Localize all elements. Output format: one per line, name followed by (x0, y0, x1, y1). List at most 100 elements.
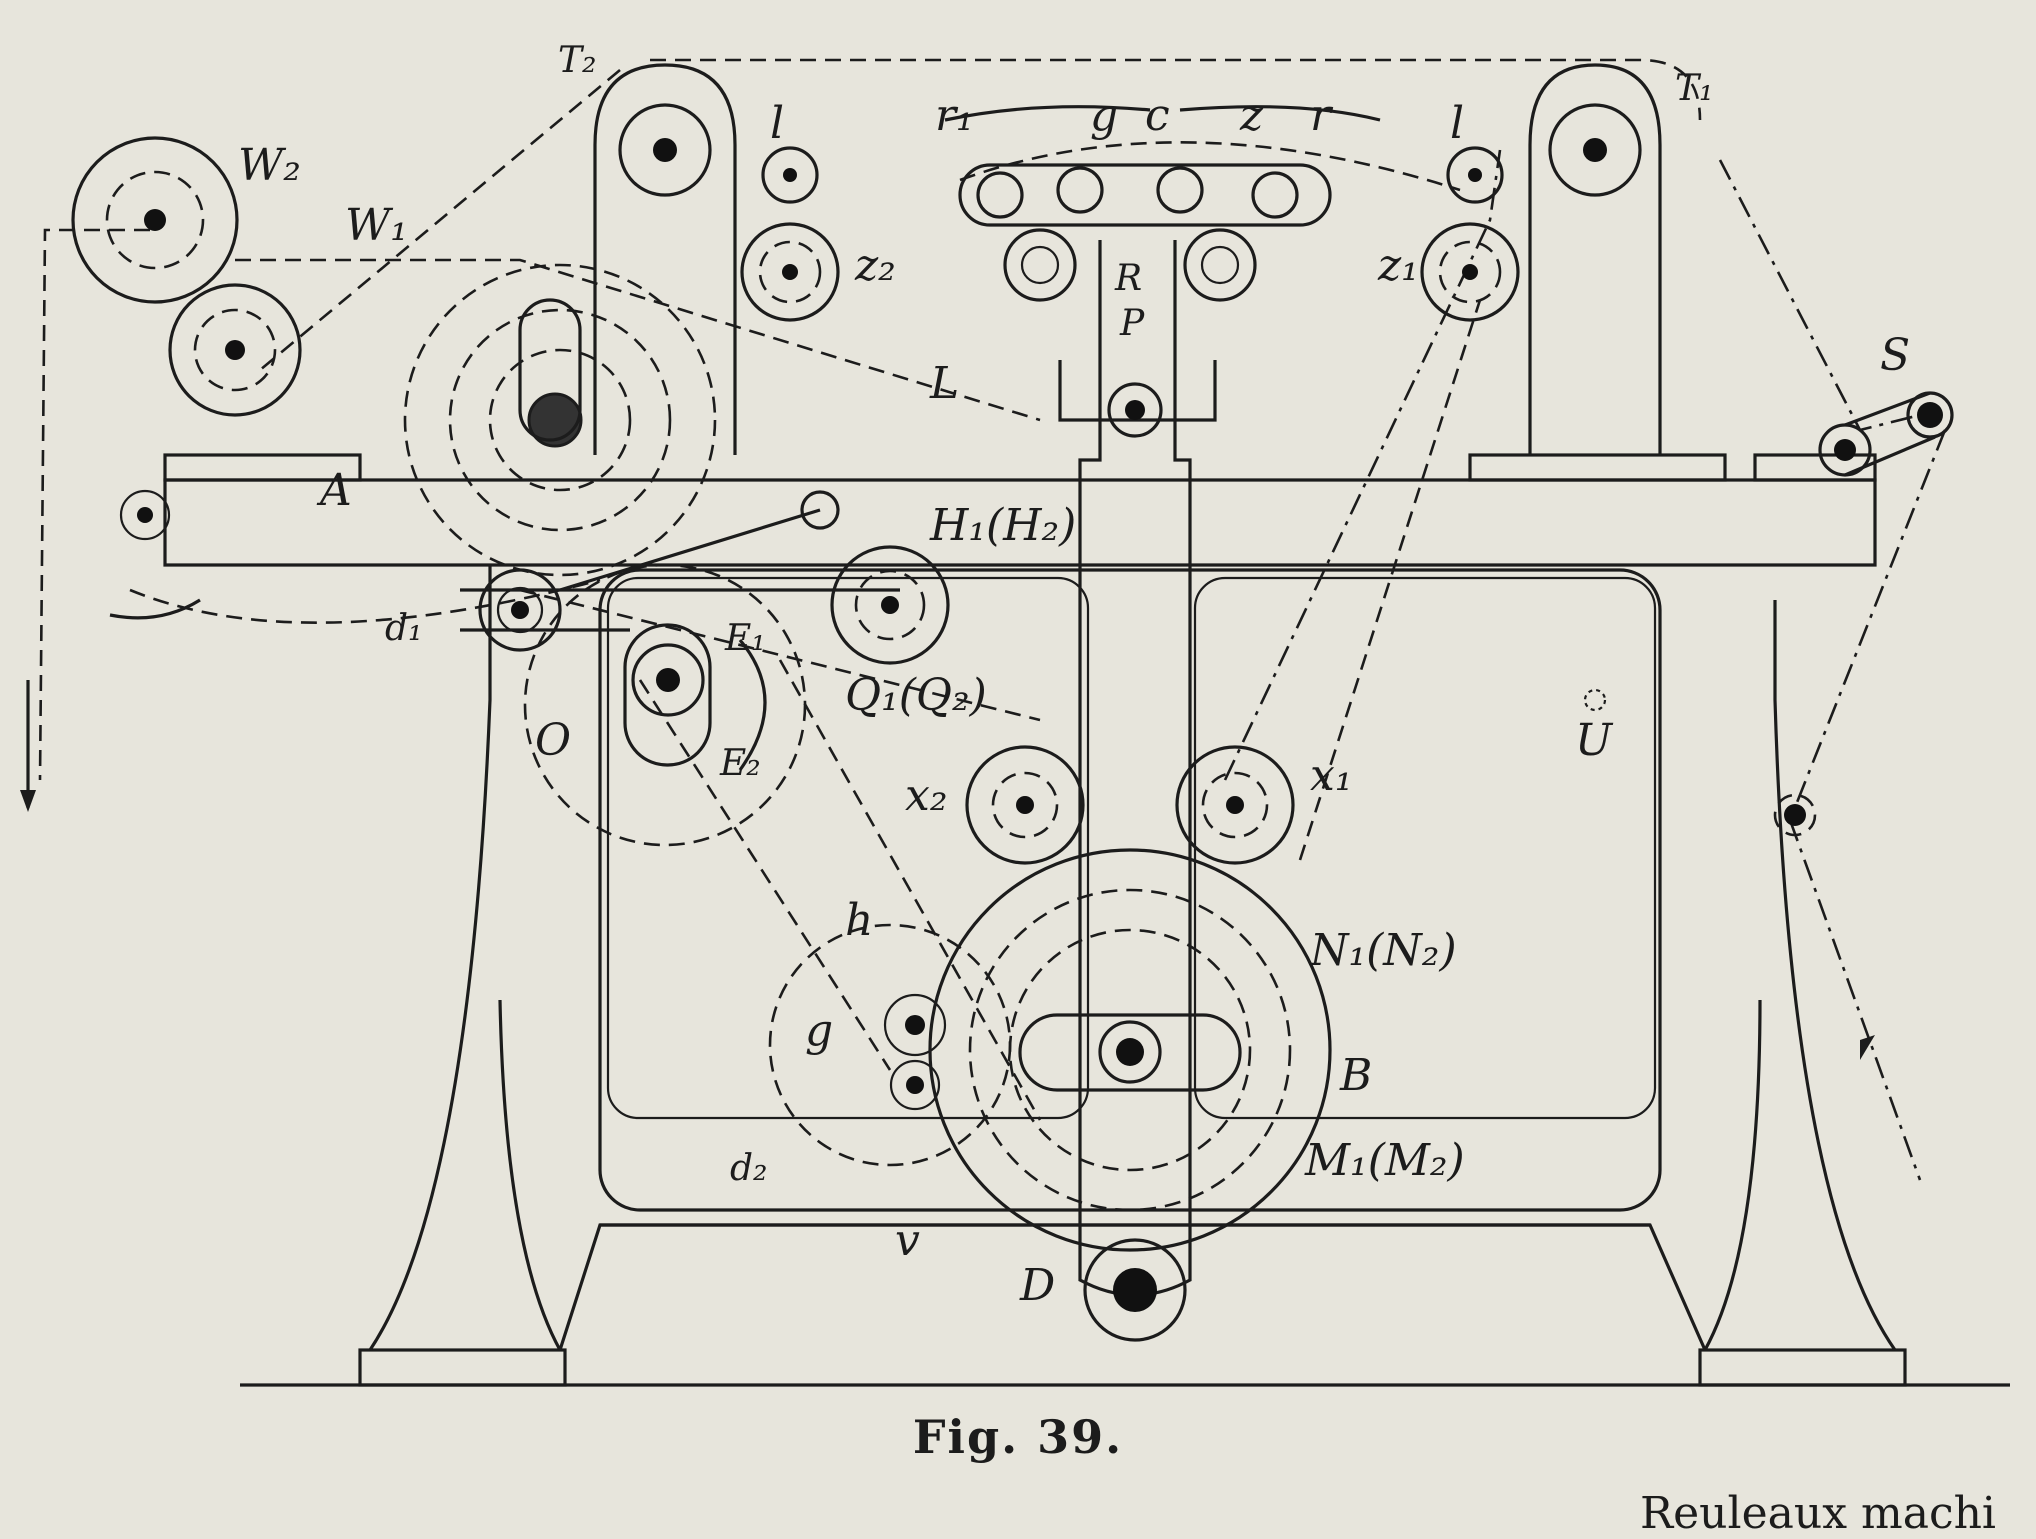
left-drop-belt (38, 228, 150, 781)
gear-g-upper-hub (905, 1015, 925, 1035)
crank-b-disc (1098, 1020, 1162, 1084)
idler-link-bottom (1844, 435, 1936, 477)
left-leg-outer (368, 600, 492, 1351)
label-l-left: l (770, 98, 784, 149)
idler-right-lower (1773, 793, 1817, 837)
label-d2: d₂ (730, 1148, 767, 1189)
wheel-z1-hub (1462, 264, 1478, 280)
label-e2: E₂ (719, 743, 761, 784)
left-window (606, 576, 1090, 1120)
wheel-w1-inner (193, 308, 277, 392)
comb-roller-4 (1251, 171, 1299, 219)
pulley-t1-hub (1583, 138, 1607, 162)
right-leg-inner (1703, 999, 1762, 1351)
comb-carriage (958, 163, 1332, 227)
label-h-small: h (845, 895, 873, 946)
label-r: r (1310, 90, 1334, 141)
top-belt (650, 58, 1702, 121)
label-q: Q₁(Q₂) (845, 670, 987, 721)
label-n: N₁(N₂) (1309, 925, 1457, 976)
wheel-d1-hub (511, 601, 529, 619)
wheel-x1 (1175, 745, 1295, 865)
wheel-x1-inner (1201, 771, 1269, 839)
label-u: U (1575, 715, 1614, 766)
belt-q-b (778, 659, 1042, 1121)
left-idler (119, 489, 171, 541)
wheel-a-slot (518, 298, 582, 442)
gear-m (928, 848, 1332, 1252)
lever-yoke (1058, 360, 1217, 422)
right-foot (1698, 1348, 1907, 1387)
label-z2: z₂ (854, 240, 896, 291)
gear-n (968, 888, 1292, 1212)
comb-roller-3 (1156, 166, 1204, 214)
label-r-caps: R (1114, 258, 1142, 299)
label-w2: W₂ (238, 140, 301, 191)
gear-m-inner (1008, 928, 1252, 1172)
wheel-x2 (965, 745, 1085, 865)
hole-u (1583, 688, 1607, 712)
right-pedestal (1468, 453, 1727, 482)
wheel-q (830, 545, 950, 665)
figure-caption: Fig. 39. (912, 1410, 1124, 1464)
wheel-d1 (478, 568, 562, 652)
label-w1: W₁ (345, 200, 408, 251)
label-l-lever: L (929, 358, 959, 409)
wheel-w1-hub (225, 340, 245, 360)
wheel-z1-inner (1438, 240, 1502, 304)
h-pivot (800, 490, 840, 530)
roller-l-right-hub (1468, 168, 1482, 182)
label-c: c (1145, 90, 1170, 141)
label-z1: z₁ (1377, 240, 1419, 291)
roller-l-left (761, 146, 819, 204)
gear-g-lower-hub (906, 1076, 924, 1094)
cam-o-disc (631, 643, 705, 717)
pulley-t1 (1548, 103, 1642, 197)
right-leg-outer (1773, 600, 1897, 1351)
left-foot (358, 1348, 567, 1387)
label-d: D (1019, 1260, 1055, 1311)
label-t1: T₁ (1675, 68, 1713, 109)
comb-roller-r-right-inner (1200, 245, 1240, 285)
label-p: P (1119, 303, 1145, 344)
wheel-w2-hub (144, 209, 166, 231)
left-idler-hub (137, 507, 153, 523)
lever-pivot (1107, 382, 1163, 438)
wheel-d1-inner (496, 586, 544, 634)
wheel-q-inner (854, 569, 926, 641)
label-g-lower: g (805, 1005, 833, 1056)
comb-rollers (958, 163, 1332, 438)
belt-to-w1 (259, 69, 621, 371)
far-right-pedestal (1753, 453, 1877, 482)
left-bracket (593, 63, 737, 455)
idler-s-hub (1834, 439, 1856, 461)
diagram-labels: W₂ W₁ T₂ T₁ l l z₂ z₁ r₁ g c z r R P L A… (238, 40, 1910, 1311)
label-x1: x₁ (1310, 750, 1352, 801)
right-window (1193, 576, 1657, 1120)
central-lever (1078, 240, 1192, 1297)
cam-o-slot (623, 623, 712, 767)
label-x2: x₂ (905, 770, 947, 821)
wheel-x2-hub (1016, 796, 1034, 814)
r1-arc (944, 105, 1151, 122)
down-arrow-head (20, 790, 36, 812)
wheel-z2 (740, 222, 840, 322)
wheel-w2 (71, 136, 239, 304)
a-arc-belt (129, 578, 601, 624)
wheel-a-mid (448, 308, 672, 532)
label-z: z (1239, 90, 1264, 141)
wheel-d (1083, 1238, 1187, 1342)
idler-s-far-hub (1917, 402, 1943, 428)
belt-x1-z1 (1298, 299, 1482, 861)
label-d1: d₁ (385, 608, 422, 649)
pulley-t2-hub (653, 138, 677, 162)
label-m: M₁(M₂) (1304, 1135, 1465, 1186)
label-a: A (316, 465, 352, 516)
roller-l-right (1446, 146, 1504, 204)
comb-roller-2 (1056, 166, 1104, 214)
label-o: O (535, 715, 571, 766)
label-h: H₁(H₂) (929, 500, 1076, 551)
r-arc (1179, 105, 1381, 122)
gear-g-lower (889, 1059, 941, 1111)
